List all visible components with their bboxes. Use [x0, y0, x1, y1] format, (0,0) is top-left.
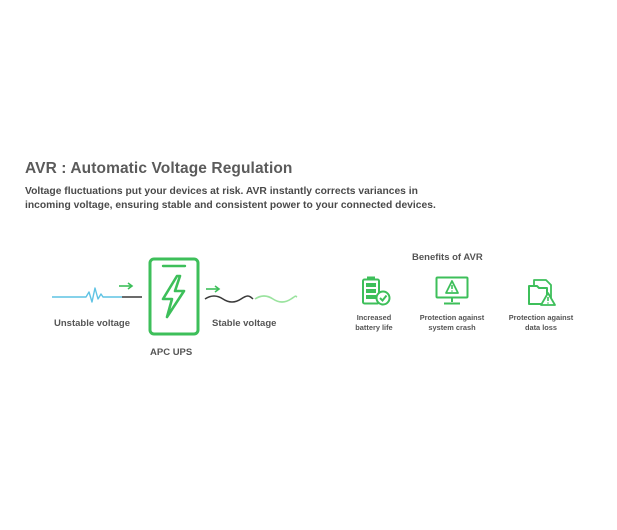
- arrow-right-icon: [119, 282, 134, 290]
- benefit-label: Increased battery life: [355, 313, 393, 332]
- stable-wave-icon: [204, 295, 298, 303]
- benefits-title: Benefits of AVR: [412, 252, 483, 263]
- arrow-right-icon: [206, 285, 221, 293]
- unstable-wave-icon: [52, 287, 142, 303]
- page-title: AVR : Automatic Voltage Regulation: [25, 160, 293, 177]
- ups-device-icon: [148, 257, 200, 336]
- monitor-warning-icon: [435, 276, 469, 305]
- folder-warning-icon: [528, 279, 556, 306]
- unstable-voltage-label: Unstable voltage: [54, 318, 131, 329]
- benefit-label: Protection against data loss: [508, 313, 574, 332]
- battery-check-icon: [362, 276, 391, 306]
- page-description: Voltage fluctuations put your devices at…: [25, 186, 436, 211]
- benefit-label: Protection against system crash: [419, 313, 485, 332]
- ups-label: APC UPS: [150, 347, 193, 358]
- stable-voltage-label: Stable voltage: [212, 318, 277, 329]
